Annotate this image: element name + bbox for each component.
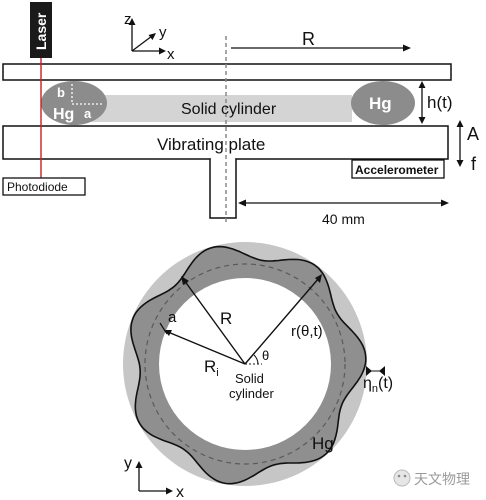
- r-theta-arrow: [244, 277, 320, 365]
- amplitude-label: A: [467, 124, 479, 144]
- solid-cylinder-label: Solid cylinder: [181, 101, 277, 118]
- mercury-drop-right: [351, 81, 415, 125]
- eta-marker: [366, 366, 385, 376]
- axis-x-bottom-label: x: [176, 484, 184, 500]
- plate-label: Vibrating plate: [157, 135, 265, 154]
- eta-tail: (t): [378, 375, 393, 392]
- center-label-1: Solid: [235, 371, 264, 386]
- a-marker: [159, 322, 168, 335]
- eta-label: ηn(t): [363, 375, 393, 395]
- photodiode-label: Photodiode: [7, 180, 68, 194]
- distance-label: 40 mm: [322, 211, 365, 227]
- mean-radius-circle: [144, 263, 346, 465]
- hg-top-view-label: Hg: [312, 434, 334, 453]
- radius-label: R: [302, 29, 315, 49]
- watermark-logo-icon: [393, 469, 411, 487]
- Ri-arrow: [167, 331, 246, 365]
- axes-icon-bottom: [135, 461, 173, 495]
- axis-x-label: x: [167, 46, 175, 63]
- b-label: b: [57, 85, 65, 100]
- plate-stem: [209, 159, 237, 219]
- center-label-2: cylinder: [229, 386, 274, 401]
- axis-y-label: y: [159, 24, 167, 41]
- eta-subscript: n: [372, 383, 378, 395]
- R-arrow: [183, 279, 246, 365]
- ab-guide: [71, 84, 102, 105]
- frequency-label: f: [471, 154, 477, 174]
- a-ring-label: a: [168, 309, 177, 326]
- laser-housing: [30, 2, 52, 58]
- a-label: a: [84, 106, 92, 121]
- accelerometer-label: Accelerometer: [355, 163, 439, 177]
- accelerometer-box: [351, 159, 445, 179]
- watermark-text: 天文物理: [414, 472, 470, 488]
- r-theta-label: r(θ,t): [291, 323, 323, 340]
- theta-arc: [253, 354, 259, 365]
- photodiode-box: [2, 177, 86, 196]
- Ri-label: Ri: [204, 357, 219, 379]
- top-plate: [2, 63, 452, 81]
- gap-label: h(t): [427, 93, 453, 112]
- axis-z-label: z: [124, 11, 132, 28]
- theta-label: θ: [262, 348, 269, 363]
- mercury-drop-left: [41, 81, 107, 125]
- laser-label: Laser: [33, 12, 49, 50]
- watermark: 天文物理: [393, 469, 470, 488]
- hg-left-label: Hg: [53, 106, 74, 123]
- hg-right-label: Hg: [369, 94, 392, 113]
- R-label: R: [220, 309, 232, 328]
- axes-icon-top: [128, 18, 166, 55]
- Ri-subscript: i: [216, 367, 218, 379]
- axis-y-bottom-label: y: [124, 455, 132, 472]
- solid-cylinder-side: [90, 95, 352, 122]
